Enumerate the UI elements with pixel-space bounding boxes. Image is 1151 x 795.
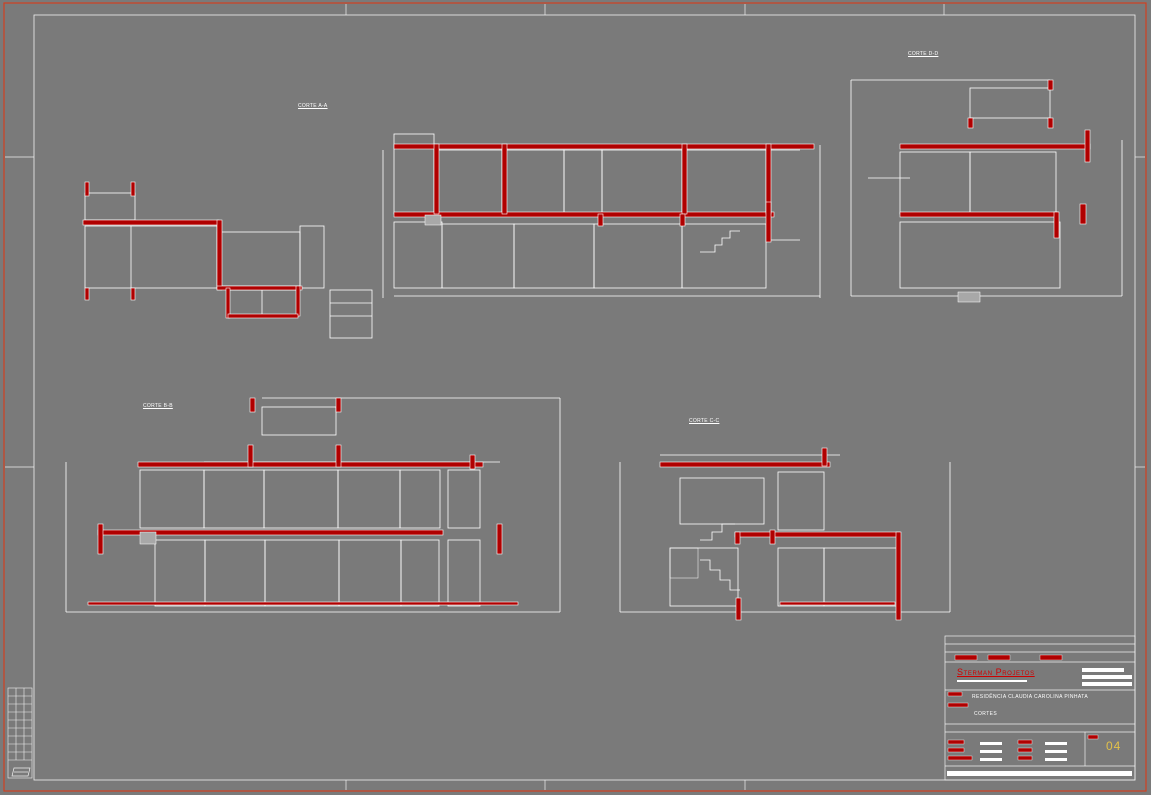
sheet-content: CORTES xyxy=(974,711,998,717)
section-label-a: CORTE A-A xyxy=(298,103,328,109)
section-c-stair-hatch xyxy=(669,547,699,579)
sheet-number: 04 xyxy=(1106,739,1122,753)
section-label-d: CORTE D-D xyxy=(908,51,939,57)
section-c-walls xyxy=(659,447,902,621)
section-b-hatch xyxy=(139,531,157,545)
section-d-drawing xyxy=(850,79,1123,297)
section-label-b: CORTE B-B xyxy=(143,403,173,409)
project-name: RESIDÊNCIA CLAUDIA CAROLINA PINHATA xyxy=(972,694,1089,700)
section-a-walls xyxy=(82,143,815,319)
section-label-c: CORTE C-C xyxy=(689,418,720,424)
revision-table xyxy=(7,687,33,779)
title-block-white-fields xyxy=(947,668,1132,776)
section-b-drawing xyxy=(65,397,561,613)
title-block xyxy=(944,635,1136,781)
company-name: Sterman Projetos xyxy=(957,667,1035,677)
section-a-hatch xyxy=(424,214,442,226)
border-ticks xyxy=(5,4,1145,790)
section-c-drawing xyxy=(619,454,951,613)
north-arrow-icon xyxy=(11,767,31,777)
sheet-outer-border xyxy=(3,2,1147,792)
section-a-drawing xyxy=(84,133,821,339)
section-d-hatch xyxy=(957,291,981,303)
section-b-walls xyxy=(87,397,519,606)
title-block-marks xyxy=(947,654,1099,761)
sheet-inner-border xyxy=(33,14,1136,781)
section-d-walls xyxy=(899,79,1091,239)
